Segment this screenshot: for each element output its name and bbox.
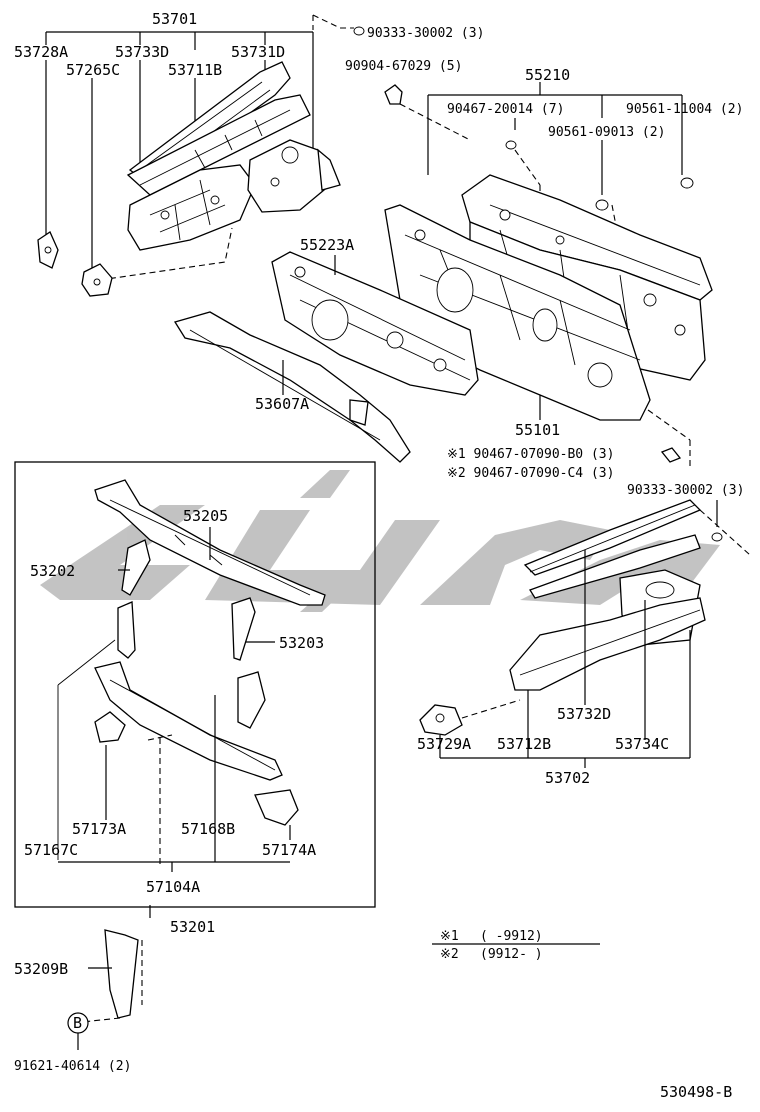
label-55223A: 55223A — [300, 236, 354, 254]
footnote-2-range: (9912- ) — [480, 947, 543, 962]
bracket-53209B — [81, 929, 143, 1023]
label-90467-B0: ※1 90467-07090-B0 (3) — [447, 447, 614, 462]
drawing-code: 530498-B — [660, 1083, 732, 1101]
clip-90904 — [384, 84, 471, 141]
label-57167C: 57167C — [24, 841, 78, 859]
label-53701: 53701 — [152, 10, 197, 28]
label-53732D: 53732D — [557, 705, 611, 723]
label-53711B: 53711B — [168, 61, 222, 79]
label-53728A: 53728A — [14, 43, 68, 61]
crossmember-53607A — [173, 311, 411, 463]
support-upper-53205 — [94, 479, 326, 606]
label-53712B: 53712B — [497, 735, 551, 753]
label-55101: 55101 — [515, 421, 560, 439]
label-90333-top: 90333-30002 (3) — [367, 26, 484, 41]
assembly-53701-lines — [45, 14, 354, 281]
label-53734C: 53734C — [615, 735, 669, 753]
label-53205: 53205 — [183, 507, 228, 525]
silencer-55223A — [271, 251, 479, 396]
cowl-lower-bracket — [127, 139, 341, 251]
label-53731D: 53731D — [231, 43, 285, 61]
label-57174A: 57174A — [262, 841, 316, 859]
label-90904: 90904-67029 (5) — [345, 59, 462, 74]
ref-circle-b — [67, 1012, 89, 1050]
insulator-55101 — [384, 204, 691, 470]
labels: 53701 53728A 53733D 53731D 57265C 53711B… — [14, 10, 744, 1101]
label-57265C: 57265C — [66, 61, 120, 79]
label-53201: 53201 — [170, 918, 215, 936]
label-57168B: 57168B — [181, 820, 235, 838]
label-57104A: 57104A — [146, 878, 200, 896]
label-53202: 53202 — [30, 562, 75, 580]
label-53729A: 53729A — [417, 735, 471, 753]
label-53733D: 53733D — [115, 43, 169, 61]
label-53607A: 53607A — [255, 395, 309, 413]
footnote-2-mark: ※2 — [440, 947, 459, 962]
footnote-1-range: ( -9912) — [480, 929, 543, 944]
label-90561-09013: 90561-09013 (2) — [548, 125, 665, 140]
brace-53202 — [118, 539, 151, 596]
group-box-53201 — [14, 461, 376, 908]
group-57104A-lines — [58, 861, 290, 918]
label-53203: 53203 — [279, 634, 324, 652]
side-57167C — [57, 601, 136, 860]
label-91621: 91621-40614 (2) — [14, 1059, 131, 1074]
label-57173A: 57173A — [72, 820, 126, 838]
cowl-top-panel — [126, 61, 311, 196]
label-53209B: 53209B — [14, 960, 68, 978]
label-90333-right: 90333-30002 (3) — [627, 483, 744, 498]
brace-57174A — [254, 789, 299, 840]
plug-90333-top — [353, 26, 365, 36]
brace-57173A — [94, 711, 126, 820]
support-lower-57104A — [94, 661, 283, 865]
footnote-1-mark: ※1 — [440, 929, 459, 944]
label-55210: 55210 — [525, 66, 570, 84]
assembly-53702 — [419, 499, 751, 768]
bracket-57265C — [81, 263, 113, 297]
label-90467-20014: 90467-20014 (7) — [447, 102, 564, 117]
label-53702: 53702 — [545, 769, 590, 787]
bracket-53728A — [37, 231, 59, 269]
label-90561-11004: 90561-11004 (2) — [626, 102, 743, 117]
brace-57168B — [214, 671, 266, 862]
label-circle-b: B — [73, 1014, 82, 1032]
brace-53203 — [231, 597, 275, 661]
label-90467-C4: ※2 90467-07090-C4 (3) — [447, 466, 614, 481]
